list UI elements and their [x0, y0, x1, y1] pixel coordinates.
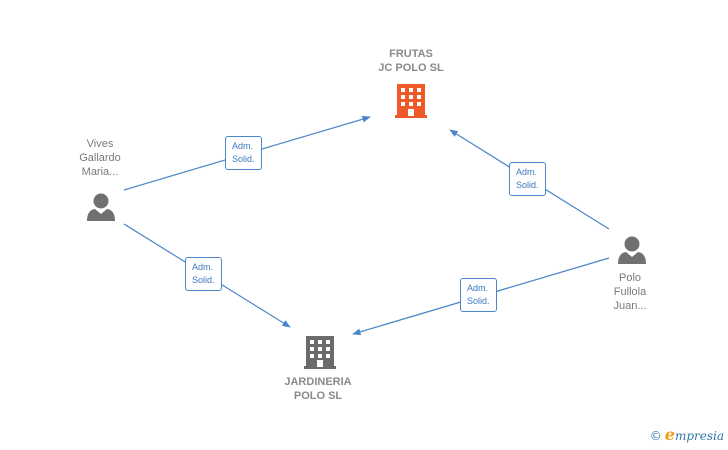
relation-type: Solid.: [232, 154, 255, 164]
company-name-line: JARDINERIA: [284, 376, 352, 388]
company-name-line: JC POLO SL: [378, 62, 444, 74]
person-icon[interactable]: [618, 236, 646, 265]
brand-text: mpresia: [674, 429, 724, 443]
copyright-symbol: ©: [649, 429, 662, 443]
company-label-jardineria[interactable]: JARDINERIA POLO SL: [268, 375, 368, 403]
relation-type: Solid.: [516, 180, 539, 190]
person-name-line: Juan...: [613, 300, 647, 312]
building-icon[interactable]: [395, 84, 427, 118]
person-name-line: Polo: [618, 272, 642, 284]
person-name-line: Gallardo: [79, 152, 121, 164]
relation-type: Solid.: [467, 296, 490, 306]
person-label-vives[interactable]: Vives Gallardo Maria...: [60, 137, 140, 179]
person-name-line: Fullola: [613, 286, 647, 298]
company-label-frutas[interactable]: FRUTAS JC POLO SL: [361, 47, 461, 75]
person-icon[interactable]: [87, 193, 115, 222]
relation-role: Adm.: [232, 141, 254, 151]
company-name-line: POLO SL: [293, 390, 343, 402]
relation-badge[interactable]: Adm. Solid.: [185, 257, 222, 291]
building-icon[interactable]: [304, 336, 336, 369]
relation-role: Adm.: [467, 283, 489, 293]
person-label-polo[interactable]: Polo Fullola Juan...: [590, 271, 670, 313]
relation-badge[interactable]: Adm. Solid.: [225, 136, 262, 170]
person-name-line: Vives: [86, 138, 114, 150]
company-name-line: FRUTAS: [389, 48, 433, 60]
relation-type: Solid.: [192, 275, 215, 285]
relation-role: Adm.: [516, 167, 538, 177]
brand-logo: ©empresia: [650, 425, 724, 444]
relation-badge[interactable]: Adm. Solid.: [509, 162, 546, 196]
relation-role: Adm.: [192, 262, 214, 272]
brand-e: e: [664, 425, 675, 444]
person-name-line: Maria...: [81, 166, 119, 178]
relation-badge[interactable]: Adm. Solid.: [460, 278, 497, 312]
